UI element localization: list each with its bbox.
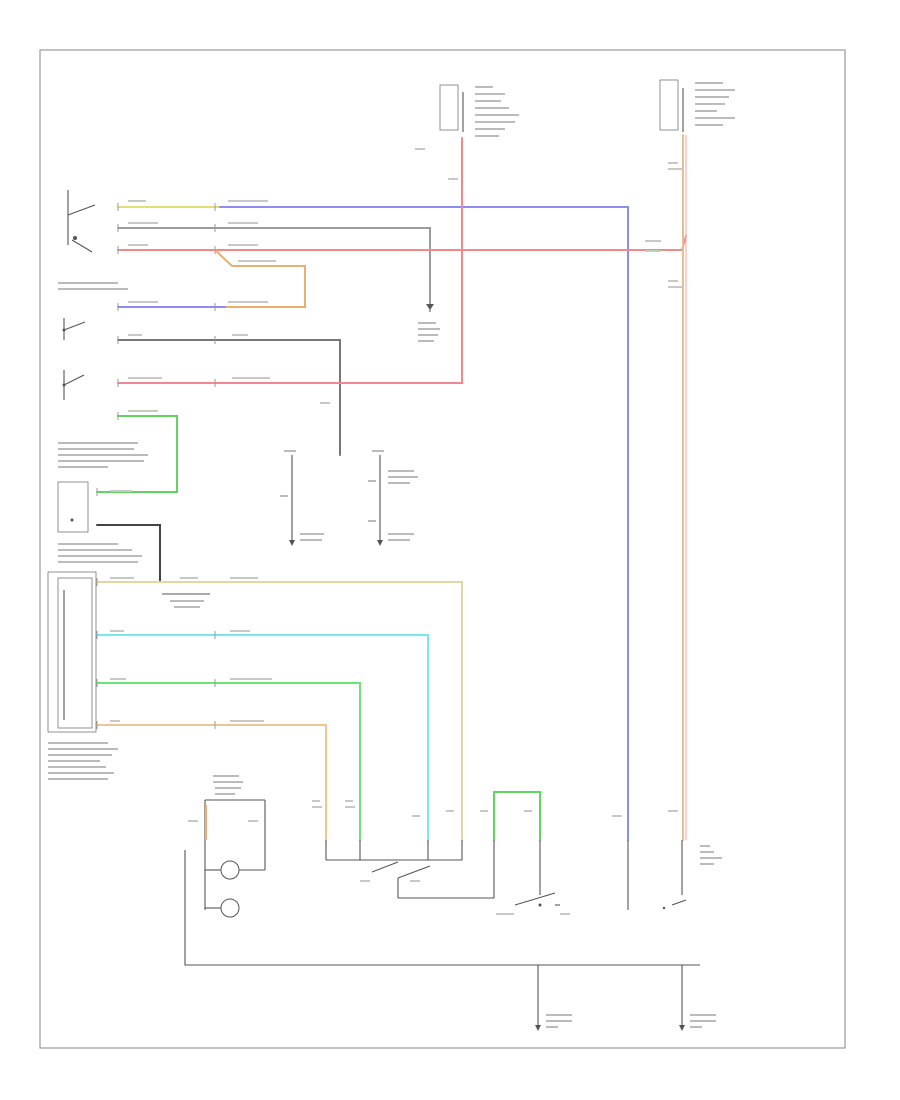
wire-gray-ground <box>117 227 431 306</box>
ground-mid-right <box>368 450 418 546</box>
ground-mid-left <box>280 450 324 546</box>
connector-marks <box>96 203 216 729</box>
heater-unit-label-2 <box>58 543 142 563</box>
lower-switch <box>514 840 560 907</box>
ground-bus <box>184 850 700 966</box>
wire-orange-loop <box>214 249 306 308</box>
blower-motor <box>204 775 266 918</box>
heater-unit-label-1 <box>58 442 148 468</box>
wire-blue-top <box>219 206 629 841</box>
right-connector-label <box>700 845 722 865</box>
door-switch-module <box>58 190 128 290</box>
wire-labels <box>110 148 684 722</box>
ground-upper <box>418 304 440 342</box>
diagram-border <box>39 49 846 1049</box>
fuse-block-right <box>659 79 735 132</box>
switch-lower <box>62 370 85 400</box>
blower-resistor-label <box>48 742 118 780</box>
wire-black-mid <box>117 339 341 456</box>
wire-tan <box>96 581 463 841</box>
blower-resistor <box>47 571 97 733</box>
ground-bottom-1 <box>535 965 572 1031</box>
switch-upper <box>62 318 86 340</box>
wire-red-right <box>117 235 687 251</box>
ecm-connector <box>162 593 210 608</box>
wire-lightgreen <box>96 682 361 841</box>
bottom-connector-marks <box>188 800 678 915</box>
wire-green-bracket <box>493 791 541 841</box>
wire-pale-orange <box>96 724 327 841</box>
mode-switch <box>325 840 495 899</box>
relay-switch-right <box>627 840 687 910</box>
heater-unit-box <box>57 481 89 533</box>
wire-cyan <box>96 634 429 841</box>
fuse-block-top <box>439 84 519 137</box>
wire-red-lower <box>117 137 463 384</box>
wire-green-loop <box>96 415 178 493</box>
wire-black-resistor <box>96 524 161 583</box>
ground-bottom-2 <box>679 965 716 1031</box>
